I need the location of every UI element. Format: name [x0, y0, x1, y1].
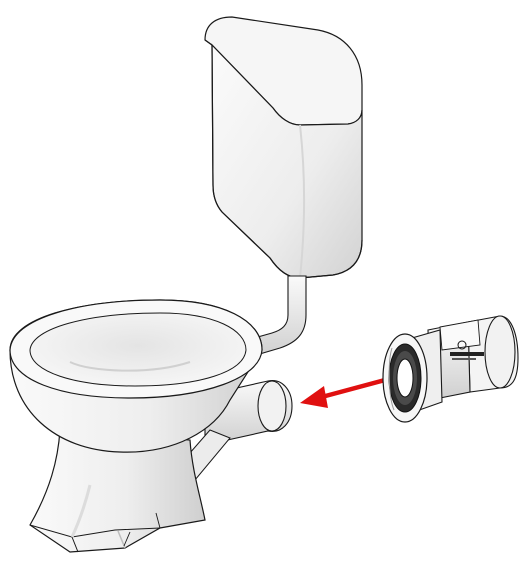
- pan-connector: [383, 316, 518, 422]
- cistern: [205, 17, 362, 278]
